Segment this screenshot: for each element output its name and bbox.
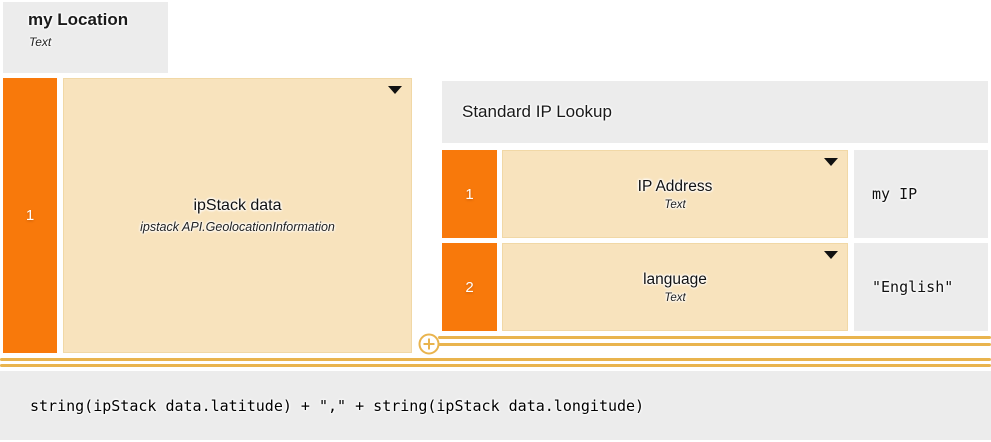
left-field-sublabel: ipstack API.GeolocationInformation bbox=[140, 220, 335, 234]
chevron-down-icon[interactable] bbox=[824, 158, 838, 166]
lookup-row1-field-type: Text bbox=[664, 198, 686, 211]
chevron-down-icon[interactable] bbox=[824, 251, 838, 259]
chevron-down-icon[interactable] bbox=[388, 86, 402, 94]
lookup-row2-field-label: language bbox=[643, 270, 707, 288]
lookup-row2-value: "English" bbox=[872, 278, 954, 296]
left-field-index-badge: 1 bbox=[3, 78, 57, 353]
left-field-selector[interactable]: ipStack data ipstack API.GeolocationInfo… bbox=[63, 78, 412, 353]
lookup-row2-index: 2 bbox=[465, 278, 474, 296]
lookup-row1-index-badge: 1 bbox=[442, 150, 497, 238]
connector-wire bbox=[438, 336, 991, 339]
lookup-group-title: Standard IP Lookup bbox=[462, 102, 612, 121]
connector-wire bbox=[0, 363, 991, 367]
lookup-group-header: Standard IP Lookup bbox=[442, 81, 988, 143]
output-variable-type: Text bbox=[29, 35, 52, 49]
lookup-row2-field-type: Text bbox=[664, 291, 686, 304]
output-variable-name: my Location bbox=[28, 10, 129, 29]
left-field-label: ipStack data bbox=[193, 197, 282, 214]
lookup-row2-field-selector[interactable]: language Text bbox=[502, 243, 848, 331]
lookup-row1-field-label: IP Address bbox=[637, 177, 713, 195]
expression-text: string(ipStack data.latitude) + "," + st… bbox=[30, 396, 645, 415]
lookup-row2-value-field[interactable]: "English" bbox=[854, 243, 988, 331]
lookup-row1-index: 1 bbox=[465, 185, 474, 203]
lookup-row1-field-selector[interactable]: IP Address Text bbox=[502, 150, 848, 238]
connector-wire bbox=[438, 342, 991, 346]
connector-wire bbox=[0, 358, 991, 361]
output-variable-header[interactable]: my Location Text bbox=[3, 2, 168, 73]
left-field-index: 1 bbox=[25, 207, 35, 224]
lookup-row2-index-badge: 2 bbox=[442, 243, 497, 331]
lookup-row1-value: my IP bbox=[872, 185, 918, 203]
expression-bar[interactable]: string(ipStack data.latitude) + "," + st… bbox=[0, 371, 991, 440]
lookup-row1-value-field[interactable]: my IP bbox=[854, 150, 988, 238]
plus-icon[interactable] bbox=[418, 333, 440, 355]
